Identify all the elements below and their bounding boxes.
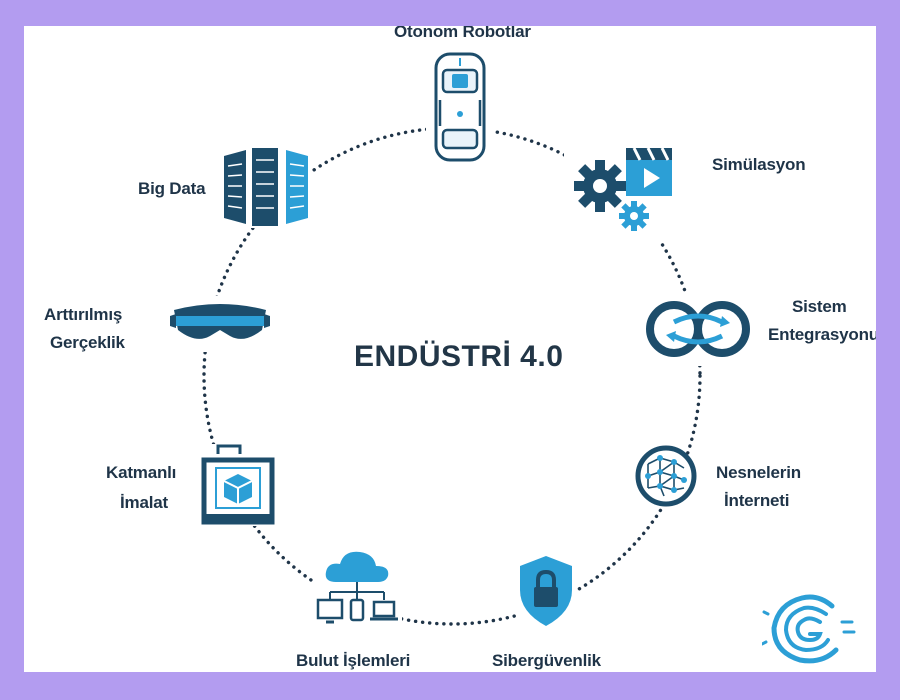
vr-headset-icon [168, 296, 272, 352]
integration-loop-icon [642, 292, 754, 366]
node-label-augmented-reality-1: Arttırılmış [44, 305, 123, 324]
brand-logo-icon [762, 594, 856, 664]
node-label-cybersecurity: Sibergüvenlik [492, 651, 601, 670]
node-label-simulation: Simülasyon [712, 155, 806, 174]
node-label-autonomous-robots: Otonom Robotlar [394, 26, 531, 41]
cycle-ring [202, 126, 702, 626]
servers-icon [220, 146, 312, 228]
node-label-augmented-reality-2: Gerçeklik [50, 333, 125, 352]
shield-lock-icon [516, 552, 576, 628]
node-label-cloud-computing: Bulut İşlemleri [296, 651, 411, 670]
autonomous-vehicle-icon [426, 48, 494, 166]
node-label-iot-1: Nesnelerin [716, 463, 801, 482]
diagram-canvas: ENDÜSTRİ 4.0 Otonom Robotlar [24, 26, 876, 672]
node-label-system-integration-1: Sistem [792, 297, 847, 316]
center-title: ENDÜSTRİ 4.0 [354, 340, 564, 373]
cloud-devices-icon [314, 542, 402, 632]
network-globe-icon [635, 445, 697, 507]
node-label-additive-manufacturing-1: Katmanlı [106, 463, 177, 482]
gears-clapper-icon [564, 138, 684, 242]
3d-printer-icon [200, 444, 276, 526]
node-label-iot-2: İnterneti [724, 491, 790, 510]
node-label-additive-manufacturing-2: İmalat [120, 493, 168, 512]
node-label-system-integration-2: Entegrasyonu [768, 325, 876, 344]
node-label-big-data: Big Data [138, 179, 206, 198]
